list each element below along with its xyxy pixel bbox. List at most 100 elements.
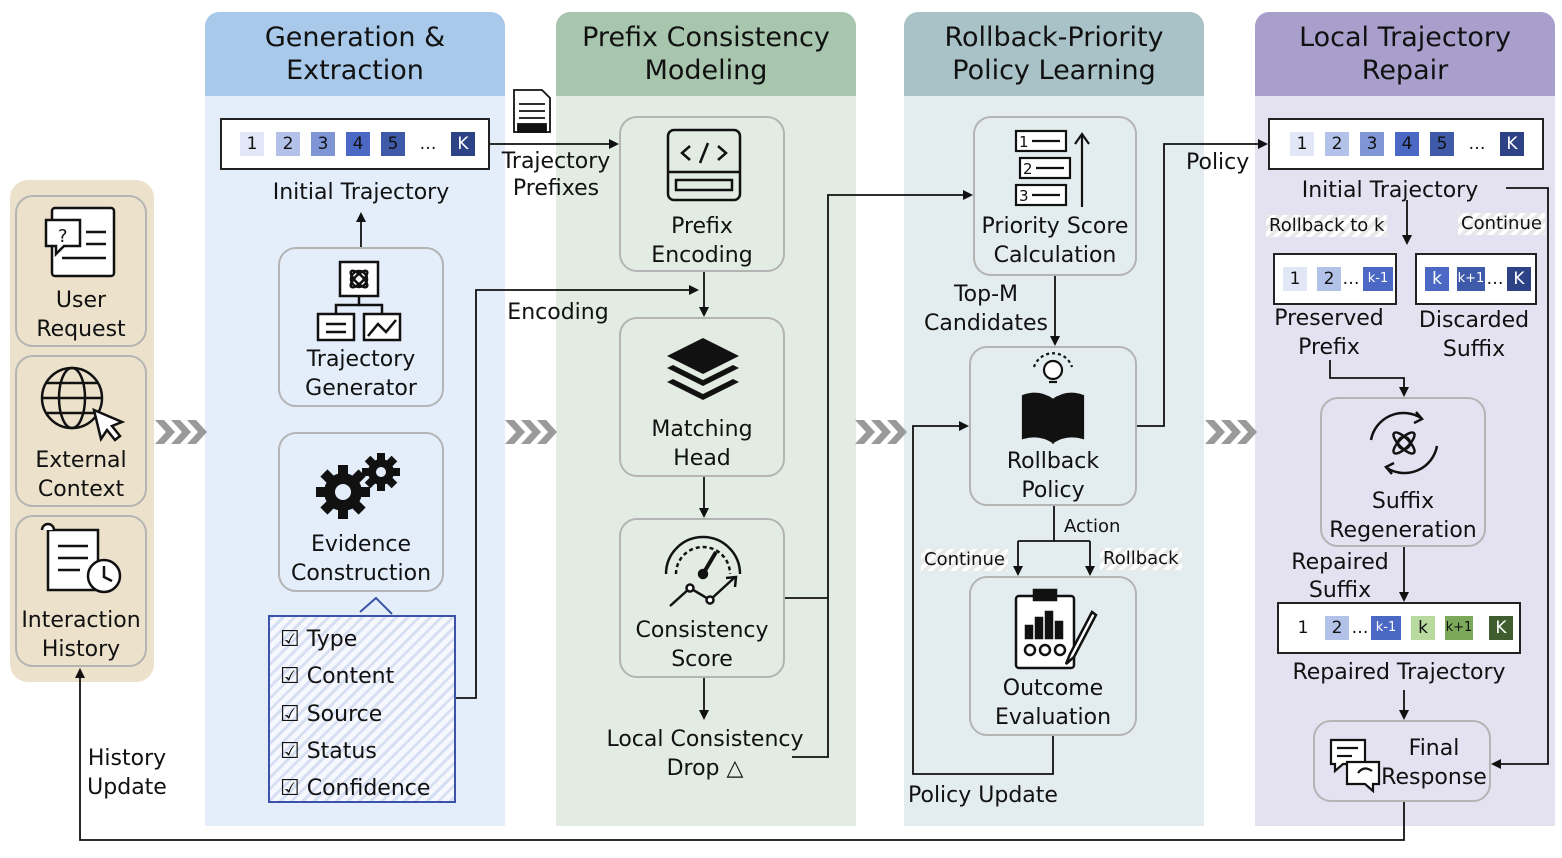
svg-text:1: 1 [1019,133,1029,151]
token: 2 [1317,267,1341,291]
token: 3 [311,132,335,156]
token-ellipsis: … [1468,134,1486,154]
token: 1 [1297,618,1309,638]
outcome-evaluation-label: Outcome Evaluation [994,676,1112,730]
token-ellipsis: … [1486,269,1504,289]
repair-initial-trajectory-label: Initial Trajectory [1301,178,1479,203]
token: 1 [1283,267,1307,291]
layers-icon [667,338,739,400]
clipboard-icon [1014,588,1098,670]
svg-text:3: 3 [1019,187,1029,205]
policy-update-label: Policy Update [908,783,1058,808]
repaired-suffix-label: Repaired Suffix [1291,550,1389,603]
token: 2 [1325,132,1349,156]
token: k [1425,267,1449,291]
token: k [1411,616,1435,640]
suffix-regeneration-label: Suffix Regeneration [1329,489,1477,543]
user-request-icon: ? [44,206,116,278]
field-confidence: ☑ Confidence [280,776,431,801]
token: k-1 [1371,616,1401,640]
token: K [1500,132,1524,156]
top-m-candidates-label: Top-M Candidates [924,282,1048,336]
preserved-prefix-strip: 1 2 … k-1 [1273,253,1397,305]
token: K [451,132,475,156]
token-ellipsis: … [1351,618,1369,638]
consistency-score-label: Consistency Score [635,618,769,672]
rollback-label: Rollback [1100,548,1182,570]
globe-icon [40,366,126,443]
regeneration-icon [1369,411,1439,475]
token: 1 [1290,132,1314,156]
svg-text:2: 2 [1023,160,1033,178]
preserved-prefix-label: Preserved Prefix [1274,306,1384,360]
panel-prefix-title: Prefix Consistency Modeling [556,12,856,96]
token: 3 [1360,132,1384,156]
panel-repair-title: Local Trajectory Repair [1255,12,1555,96]
token: 1 [240,132,264,156]
priority-list-icon: 1 2 3 [1014,129,1090,207]
history-icon [40,522,122,594]
field-type: ☑ Type [280,627,358,652]
token: k+1 [1457,267,1485,291]
policy-label: Policy [1186,150,1250,175]
external-context-label: External Context [35,448,127,502]
local-consistency-drop-label: Local Consistency Drop △ [606,727,804,781]
stage-chevrons [155,420,1257,444]
token: 2 [276,132,300,156]
rollback-to-k-label: Rollback to k [1266,215,1388,237]
matching-head-label: Matching Head [651,417,753,471]
book-icon [1021,352,1085,445]
evidence-fields-list: ☑ Type ☑ Content ☑ Source ☑ Status ☑ Con… [268,615,456,803]
action-label: Action [1064,516,1121,537]
doc-icon [513,89,551,133]
gears-icon [316,453,400,519]
discarded-suffix-label: Discarded Suffix [1418,308,1530,362]
repaired-trajectory-strip: 1 2 … k-1 k k+1 K [1277,602,1521,654]
consistency-score-box [619,518,785,678]
token: 4 [1395,132,1419,156]
panel-generation-title: Generation & Extraction [205,12,505,96]
field-content: ☑ Content [280,664,395,689]
token: 2 [1325,616,1349,640]
token: 4 [346,132,370,156]
trajectory-generator-label: Trajectory Generator [305,347,417,401]
evidence-construction-label: Evidence Construction [290,532,432,586]
generator-icon [316,260,402,342]
encoding-label: Encoding [507,300,609,325]
prefix-encoding-box [619,116,785,272]
field-status: ☑ Status [280,739,377,764]
token-ellipsis: … [1342,269,1360,289]
interaction-history-label: Interaction History [21,608,141,662]
gauge-icon [664,535,742,607]
prefix-encoding-label: Prefix Encoding [651,214,753,268]
token: K [1507,267,1531,291]
token: k+1 [1445,616,1473,640]
svg-text:?: ? [58,226,68,247]
trajectory-prefixes-label: Trajectory Prefixes [501,149,611,201]
token: 5 [381,132,405,156]
token: 5 [1430,132,1454,156]
repair-continue-label: Continue [1458,213,1545,235]
external-context-box [15,355,147,507]
token: k-1 [1363,267,1393,291]
initial-trajectory-strip: 1 2 3 4 5 … K [220,118,490,170]
panel-rollback-title: Rollback-Priority Policy Learning [904,12,1204,96]
user-request-label: User Request [36,288,126,342]
speech-notch [359,596,393,615]
chat-icon [1329,738,1381,794]
history-update-label: History Update [87,746,167,800]
field-source: ☑ Source [280,702,383,727]
code-icon [666,128,742,202]
repaired-trajectory-label: Repaired Trajectory [1292,660,1506,685]
initial-trajectory-label: Initial Trajectory [272,180,450,205]
discarded-suffix-strip: k k+1 … K [1415,253,1537,305]
rollback-policy-label: Rollback Policy [1006,449,1100,503]
priority-score-label: Priority Score Calculation [981,214,1129,268]
token: K [1489,616,1513,640]
token-ellipsis: … [419,134,437,154]
final-response-label: Final Response [1381,736,1487,790]
repair-initial-trajectory-strip: 1 2 3 4 5 … K [1268,118,1544,170]
continue-label: Continue [921,549,1008,571]
